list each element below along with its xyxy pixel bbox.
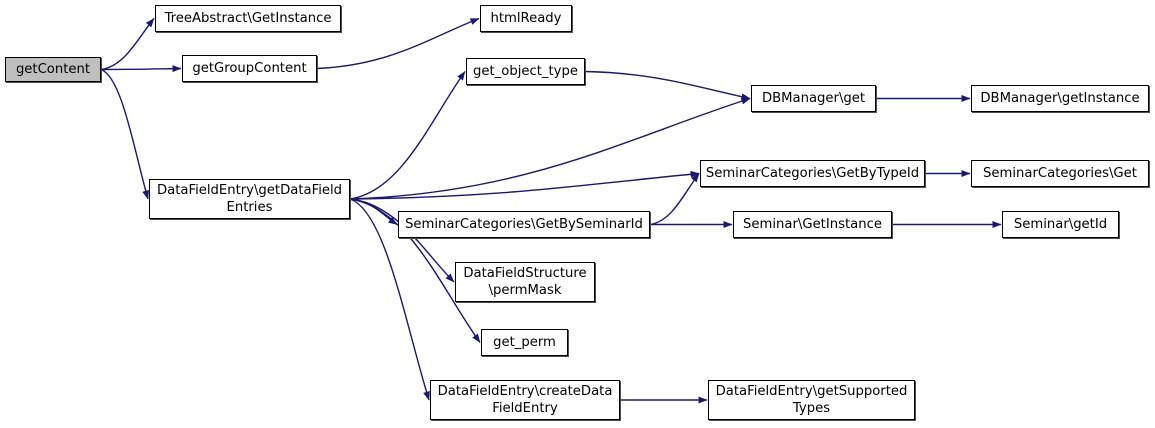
graph-node-seminarGetId[interactable]: Seminar\getId — [1002, 211, 1119, 238]
graph-node-seminarCategoriesGetByTypeId[interactable]: SeminarCategories\GetByTypeId — [700, 160, 925, 187]
graph-node-seminarGetInstance[interactable]: Seminar\GetInstance — [733, 211, 892, 238]
edge-getObjectType-to-dbManagerGet — [584, 70, 751, 101]
graph-node-seminarCategoriesGet[interactable]: SeminarCategories\Get — [971, 160, 1149, 187]
edge-paths — [100, 17, 1002, 404]
graph-node-dataFieldEntryGetSupportedTypes[interactable]: DataFieldEntry\getSupported Types — [708, 380, 915, 420]
edge-dataFieldEntryGetDataFieldEntries-to-getPerm — [349, 198, 481, 343]
graph-node-getContent[interactable]: getContent — [5, 57, 101, 82]
edge-getGroupContent-to-htmlReady — [316, 17, 480, 70]
edge-dataFieldEntryGetDataFieldEntries-to-dataFieldEntryCreateDataFieldEntry — [349, 198, 430, 401]
edge-getContent-to-dataFieldEntryGetDataFieldEntries — [100, 68, 150, 200]
graph-node-getObjectType[interactable]: get_object_type — [466, 58, 585, 85]
graph-node-dataFieldStructurePermMask[interactable]: DataFieldStructure \permMask — [455, 262, 595, 302]
edge-getContent-to-getGroupContent — [100, 65, 182, 73]
graph-node-treeAbstractGetInstance[interactable]: TreeAbstract\GetInstance — [155, 5, 341, 32]
graph-node-getPerm[interactable]: get_perm — [481, 329, 568, 356]
graph-node-dbManagerGetInstance[interactable]: DBManager\getInstance — [971, 85, 1149, 112]
edge-getContent-to-treeAbstractGetInstance — [100, 18, 155, 71]
graph-node-seminarCategoriesGetBySeminarId[interactable]: SeminarCategories\GetBySeminarId — [398, 211, 650, 238]
edge-dataFieldEntryGetDataFieldEntries-to-getObjectType — [349, 71, 466, 200]
graph-node-getGroupContent[interactable]: getGroupContent — [182, 55, 317, 82]
edge-dataFieldEntryGetDataFieldEntries-to-seminarCategoriesGetByTypeId — [349, 170, 700, 200]
graph-node-htmlReady[interactable]: htmlReady — [480, 5, 572, 32]
graph-node-dbManagerGet[interactable]: DBManager\get — [751, 85, 876, 112]
graph-node-dataFieldEntryCreateDataFieldEntry[interactable]: DataFieldEntry\createData FieldEntry — [430, 380, 620, 420]
graph-node-dataFieldEntryGetDataFieldEntries[interactable]: DataFieldEntry\getDataField Entries — [149, 179, 350, 219]
edge-dataFieldEntryGetDataFieldEntries-to-dbManagerGet — [349, 97, 751, 200]
edge-seminarCategoriesGetBySeminarId-to-seminarCategoriesGetByTypeId — [649, 173, 700, 226]
